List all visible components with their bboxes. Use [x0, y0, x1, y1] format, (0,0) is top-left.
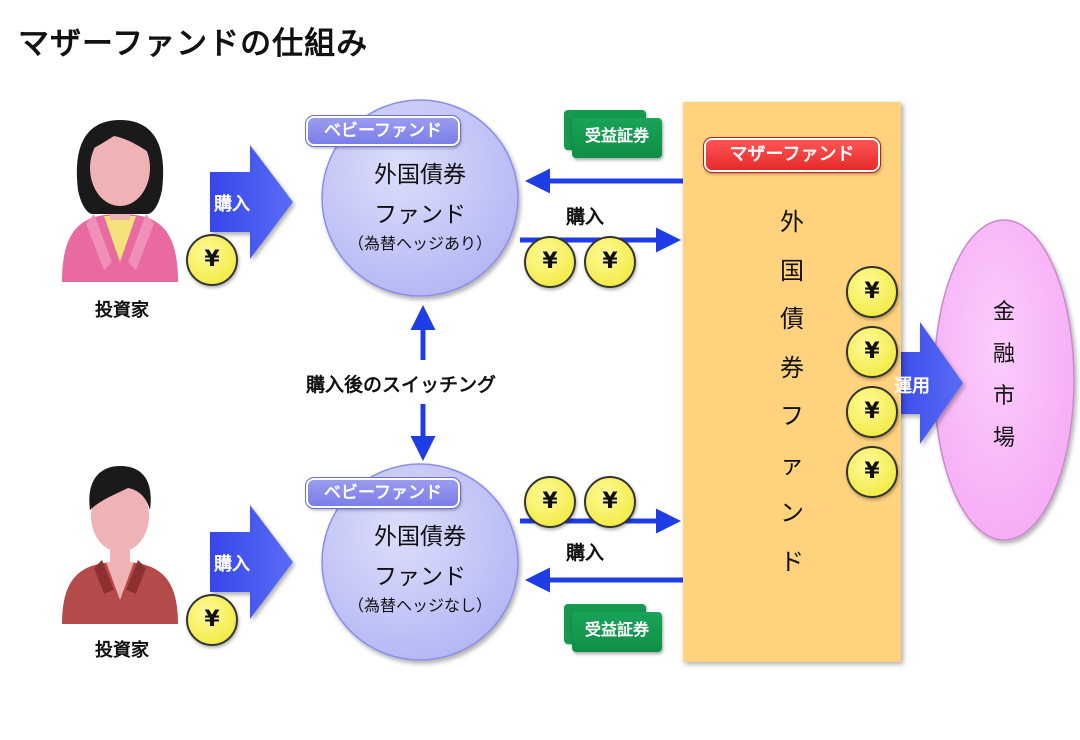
coin-mother-2: ¥ — [846, 326, 898, 378]
coin-mother-3: ¥ — [846, 386, 898, 438]
mother-fund-char: フ — [780, 402, 804, 430]
mother-fund-box — [683, 102, 901, 662]
mother-fund-vertical-name: 外 国 債 券 フ ァ ン ド — [772, 198, 812, 586]
mother-fund-char: 債 — [780, 305, 804, 333]
investor-label-bottom: 投資家 — [95, 640, 149, 661]
purchase-arrow-label-top: 購入 — [214, 194, 250, 215]
baby-fund-top-name-line1: 外国債券 — [374, 162, 466, 188]
investor-label-top: 投資家 — [95, 300, 149, 321]
baby-fund-bottom-name-line2: ファンド — [374, 564, 466, 590]
investor-male-icon — [62, 466, 178, 624]
baby-fund-bottom-name-line1: 外国債券 — [374, 524, 466, 550]
yen-icon: ¥ — [542, 249, 558, 274]
market-char: 金 — [992, 300, 1015, 325]
mother-fund-char: 券 — [780, 353, 804, 382]
purchase-label-top: 購入 — [566, 206, 605, 228]
purchase-big-arrow-bottom — [210, 505, 293, 619]
yen-icon: ¥ — [542, 489, 558, 514]
coin-purchase-bottom-1: ¥ — [524, 476, 576, 528]
yen-icon: ¥ — [602, 489, 618, 514]
market-char: 場 — [992, 426, 1015, 451]
mother-fund-char: 外 — [780, 208, 804, 236]
market-char: 市 — [992, 384, 1015, 409]
page-title: マザーファンドの仕組み — [18, 26, 369, 62]
certificate-top: 受益証券 — [572, 118, 662, 158]
yen-icon: ¥ — [602, 249, 618, 274]
coin-investor-top: ¥ — [186, 234, 238, 286]
market-vertical-name: 金 融 市 場 — [984, 292, 1024, 460]
yen-icon: ¥ — [864, 459, 880, 484]
baby-fund-top-name-line2: ファンド — [374, 202, 466, 228]
purchase-label-bottom: 購入 — [566, 542, 605, 564]
baby-fund-badge-bottom: ベビーファンド — [305, 477, 461, 509]
baby-fund-bottom-circle — [321, 463, 519, 661]
switching-label: 購入後のスイッチング — [302, 370, 501, 397]
mother-fund-char: ン — [780, 499, 804, 527]
baby-fund-badge-top: ベビーファンド — [305, 115, 461, 147]
investor-female-icon — [62, 120, 178, 282]
mother-fund-char: ド — [780, 547, 804, 576]
coin-purchase-bottom-2: ¥ — [584, 476, 636, 528]
coin-purchase-top-2: ¥ — [584, 236, 636, 288]
mother-fund-char: 国 — [780, 256, 804, 285]
coin-mother-1: ¥ — [846, 266, 898, 318]
yen-icon: ¥ — [864, 339, 880, 364]
baby-fund-top-circle — [321, 99, 519, 297]
purchase-big-arrow-top — [210, 145, 293, 259]
yen-icon: ¥ — [204, 247, 220, 272]
certificate-bottom: 受益証券 — [572, 612, 662, 652]
purchase-arrow-label-bottom: 購入 — [214, 554, 250, 575]
mother-fund-char: ァ — [780, 450, 804, 479]
yen-icon: ¥ — [864, 279, 880, 304]
coin-mother-4: ¥ — [846, 446, 898, 498]
market-char: 融 — [992, 342, 1015, 367]
operation-big-arrow — [885, 322, 963, 444]
baby-fund-top-note: （為替ヘッジあり） — [347, 234, 492, 253]
operation-label: 運用 — [894, 376, 930, 397]
yen-icon: ¥ — [864, 399, 880, 424]
coin-purchase-top-1: ¥ — [524, 236, 576, 288]
yen-icon: ¥ — [204, 607, 220, 632]
coin-investor-bottom: ¥ — [186, 594, 238, 646]
mother-fund-badge: マザーファンド — [703, 137, 881, 173]
baby-fund-bottom-note: （為替ヘッジなし） — [347, 596, 492, 615]
